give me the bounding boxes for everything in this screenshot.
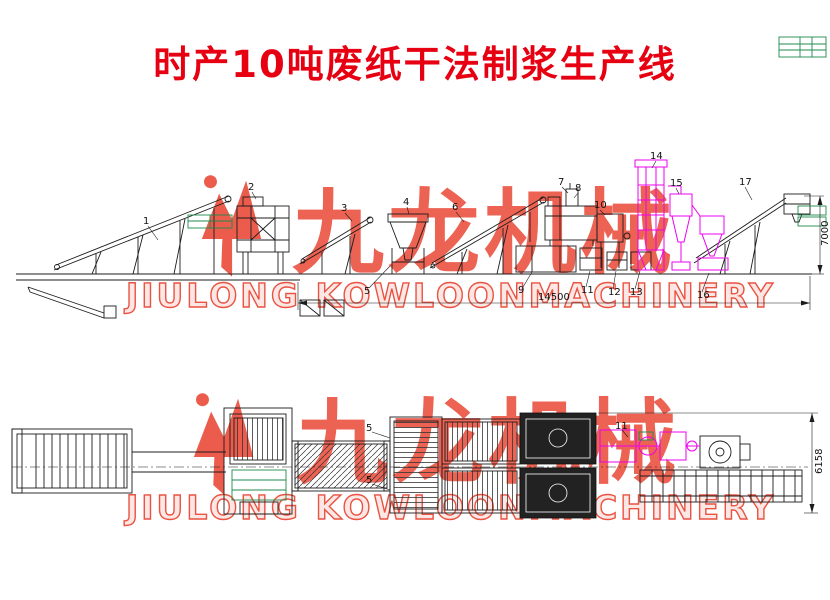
machine-9 [515,245,577,273]
green-note-right [797,205,827,227]
title-block [778,36,827,58]
machine-10 [596,213,631,268]
pit-section [27,286,117,319]
part-label-1: 1 [143,216,149,227]
part-label-5: 5 [364,286,370,297]
elevation-view [16,183,812,319]
plan-fan-unit [699,435,751,469]
machines-11-12-13 [579,247,652,271]
plan-belt-cross [389,416,443,514]
dim-height: 7000 [820,221,830,246]
plan-green-small [638,431,654,441]
plan-belt-horizontal [291,440,391,492]
elevation-labels: 1 2 3 4 5 6 7 8 9 10 11 12 13 14 15 16 1… [143,151,753,301]
plan-feed-frame [11,428,226,494]
part-label-3: 3 [341,203,347,214]
dim-depth: 6158 [814,449,825,474]
conveyor-1 [53,195,232,275]
part-label-2: 2 [248,182,254,193]
part-label-8: 8 [575,183,581,194]
plan-view [11,407,808,519]
ground-line [16,273,812,281]
magenta-tower-14 [634,159,668,271]
machine-4 [387,213,429,274]
part-label-10: 10 [594,200,607,211]
watermark-en-top: JIULONG KOWLOONMACHINERY [125,275,776,315]
conveyor-3 [299,216,374,275]
part-label-4: 4 [403,197,409,208]
plan-labels: 5 5 11 [366,421,629,491]
part-label-14: 14 [650,151,663,162]
plan-dimensions: 6158 [598,412,825,514]
plan-magenta-units [599,429,700,463]
part-label-15: 15 [670,178,683,189]
part-label-9: 9 [518,285,524,296]
part-label-6: 6 [452,202,458,213]
part-label-7: 7 [558,177,564,188]
plan-label-5b: 5 [366,475,372,486]
green-note-left [187,214,233,229]
plan-row-bottom [441,467,597,519]
magenta-cyclone-16 [691,204,729,271]
elevation-dimensions: 14500 7000 [297,195,830,310]
part-label-16: 16 [697,290,710,301]
page-title: 时产10吨废纸干法制浆生产线 [153,43,677,86]
machine-2 [236,196,290,274]
jiulong-logo [201,175,262,277]
plan-label-11: 11 [615,421,628,432]
dim-length: 14500 [538,292,570,303]
conveyor-6 [429,196,547,275]
plan-screw-conveyor [639,469,803,503]
part-label-12: 12 [608,287,621,298]
machine-7-8 [544,183,598,246]
part-label-17: 17 [739,177,752,188]
part-label-13: 13 [630,287,643,298]
plan-green-unit [231,469,287,501]
plan-row-top [441,412,597,465]
part-label-11: 11 [581,285,594,296]
plan-label-5a: 5 [366,423,372,434]
plan-machine-breaker [223,407,293,515]
magenta-cyclone-15 [668,185,693,271]
